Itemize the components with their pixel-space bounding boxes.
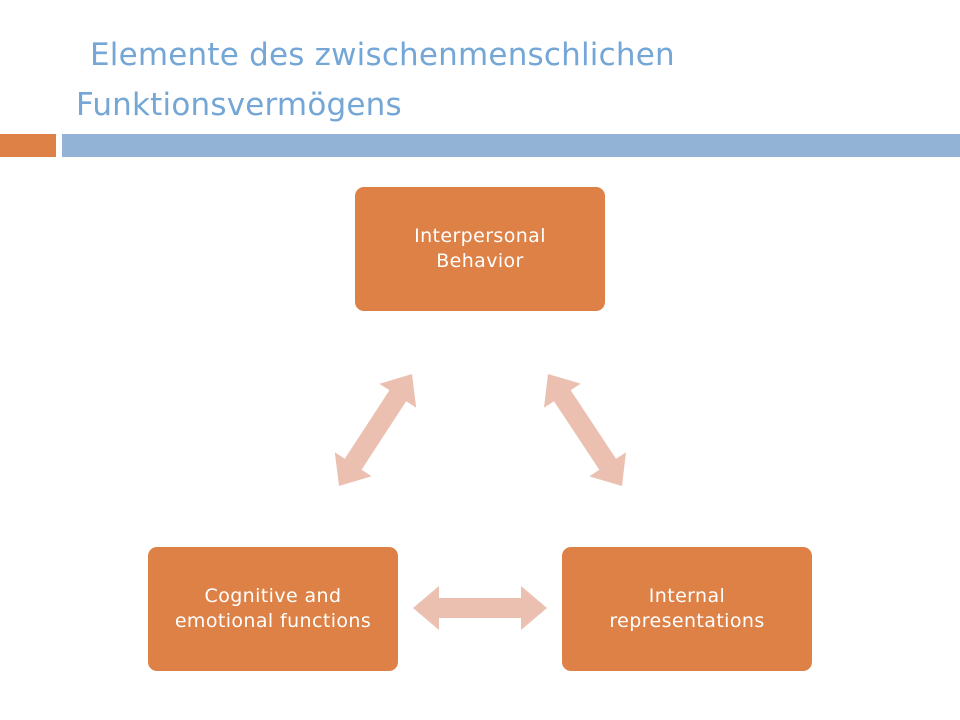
node-interpersonal-behavior: Interpersonal Behavior [355,187,605,311]
node-label: Internal representations [609,585,765,632]
double-arrow-left-top [334,374,417,486]
node-label: Interpersonal Behavior [414,225,546,272]
double-arrow-left-right [413,586,547,630]
node-cognitive-emotional-functions: Cognitive and emotional functions [148,547,398,671]
title-underline-bar [62,134,960,157]
double-arrow-top-right [544,374,626,486]
node-internal-representations: Internal representations [562,547,812,671]
node-label: Cognitive and emotional functions [174,585,372,632]
slide-title: Elemente des zwischenmenschlichen Funkti… [76,37,675,123]
title-accent-bar [0,134,56,157]
